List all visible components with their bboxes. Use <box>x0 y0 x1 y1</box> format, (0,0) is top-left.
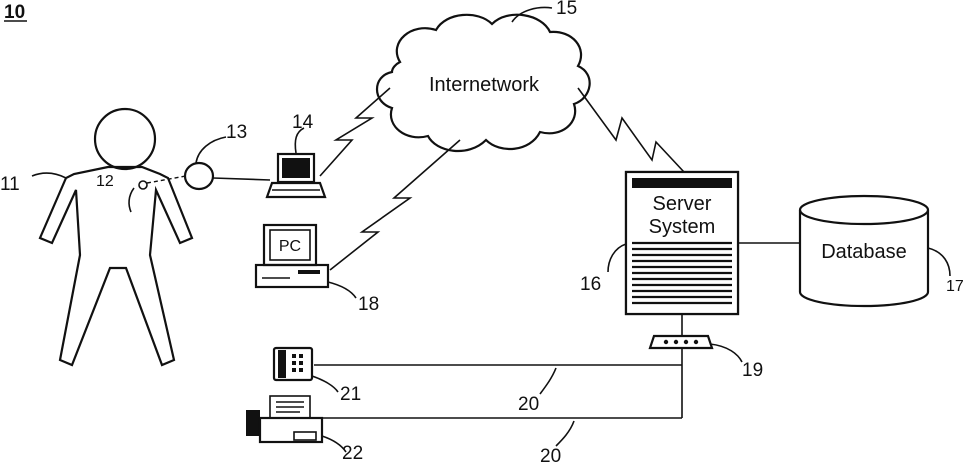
patient-head <box>95 109 155 169</box>
server-system-icon: Server System <box>626 172 738 314</box>
device-to-laptop-cable <box>213 178 270 180</box>
database-label: Database <box>821 241 907 263</box>
server-label-line1: Server <box>653 193 712 215</box>
phone-line-telephone <box>314 348 682 418</box>
server-wireless-link <box>578 88 684 172</box>
fax-keypad <box>294 432 316 440</box>
patient-figure <box>40 109 192 365</box>
leader-18 <box>328 282 356 298</box>
leader-15 <box>512 8 552 22</box>
ref-19: 19 <box>742 360 763 381</box>
database-top <box>800 196 928 224</box>
ref-14: 14 <box>292 112 314 133</box>
fax-machine-icon <box>246 396 322 442</box>
modem-icon <box>650 314 712 348</box>
telephone-icon <box>274 348 312 380</box>
ref-11: 11 <box>0 174 20 195</box>
ref-18: 18 <box>358 294 379 315</box>
ref-12: 12 <box>96 173 114 190</box>
ref-21: 21 <box>340 384 361 405</box>
pc-drive-slot <box>298 270 320 274</box>
leader-17 <box>928 248 950 276</box>
fax-body <box>260 418 322 442</box>
leader-13 <box>196 137 226 163</box>
pc-tower <box>256 265 328 287</box>
fax-handset <box>246 410 260 436</box>
server-label-line2: System <box>649 216 716 238</box>
leader-11 <box>32 173 66 178</box>
ref-20-lower: 20 <box>540 446 561 465</box>
ref-22: 22 <box>342 443 363 464</box>
laptop-icon <box>267 154 325 197</box>
laptop-display <box>282 158 310 178</box>
ref-16: 16 <box>580 274 601 295</box>
ref-13: 13 <box>226 122 247 143</box>
modem-body <box>650 336 712 348</box>
ref-20-upper: 20 <box>518 394 539 415</box>
pc-label: PC <box>279 238 301 255</box>
server-top-bar <box>632 178 732 188</box>
internetwork-label: Internetwork <box>429 74 540 96</box>
patient-body-outline <box>40 167 192 365</box>
leader-16 <box>608 244 626 272</box>
sensor-lead <box>129 188 134 212</box>
ref-15: 15 <box>556 0 577 19</box>
leader-20a <box>540 368 556 394</box>
pc-icon: PC <box>256 225 328 287</box>
laptop-wireless-link <box>320 88 390 176</box>
ref-17: 17 <box>946 278 964 295</box>
leader-19 <box>710 344 742 362</box>
leader-20b <box>556 421 574 446</box>
leader-21 <box>312 376 338 392</box>
sensor-node <box>139 181 147 189</box>
pc-wireless-link <box>330 140 460 270</box>
database-icon: Database <box>800 196 928 306</box>
telephone-handset <box>278 350 286 378</box>
monitor-device <box>185 163 213 189</box>
figure-number: 10 <box>4 2 25 23</box>
